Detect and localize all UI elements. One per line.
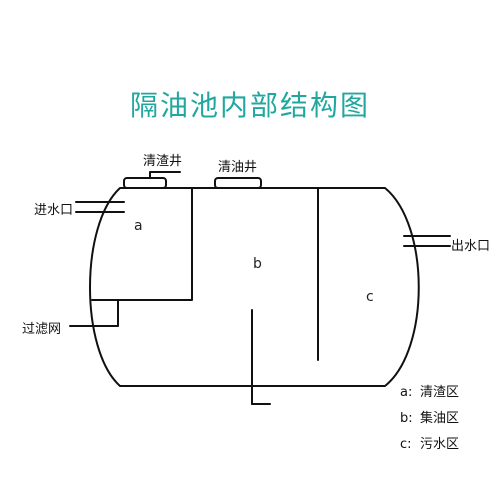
manhole-left-leader [149, 171, 181, 179]
legend-item-b: b: 集油区 [400, 409, 459, 435]
outlet-label: 出水口 [451, 239, 491, 254]
legend-key: a: [400, 385, 413, 400]
legend-text: 污水区 [420, 437, 460, 452]
legend-text: 集油区 [420, 411, 460, 426]
manhole-left-label: 清渣井 [143, 154, 183, 169]
filter-leader-line [69, 299, 119, 327]
legend-item-a: a: 清渣区 [400, 383, 459, 409]
legend: a: 清渣区 b: 集油区 c: 污水区 [400, 383, 459, 461]
legend-item-c: c: 污水区 [400, 435, 459, 461]
manhole-right [214, 177, 262, 189]
inlet-label: 进水口 [34, 203, 74, 218]
zone-c-label: c [366, 289, 374, 305]
tank-outline [89, 187, 420, 387]
diagram-title: 隔油池内部结构图 [129, 89, 370, 122]
zone-a-label: a [134, 218, 143, 234]
legend-key: b: [400, 411, 413, 426]
legend-key: c: [400, 437, 412, 452]
manhole-right-label: 清油井 [218, 160, 258, 175]
manhole-left [123, 177, 167, 189]
zone-b-label: b [253, 256, 262, 272]
filter-label: 过滤网 [22, 322, 62, 337]
legend-text: 清渣区 [420, 385, 460, 400]
chamber-a-wall [91, 187, 193, 301]
